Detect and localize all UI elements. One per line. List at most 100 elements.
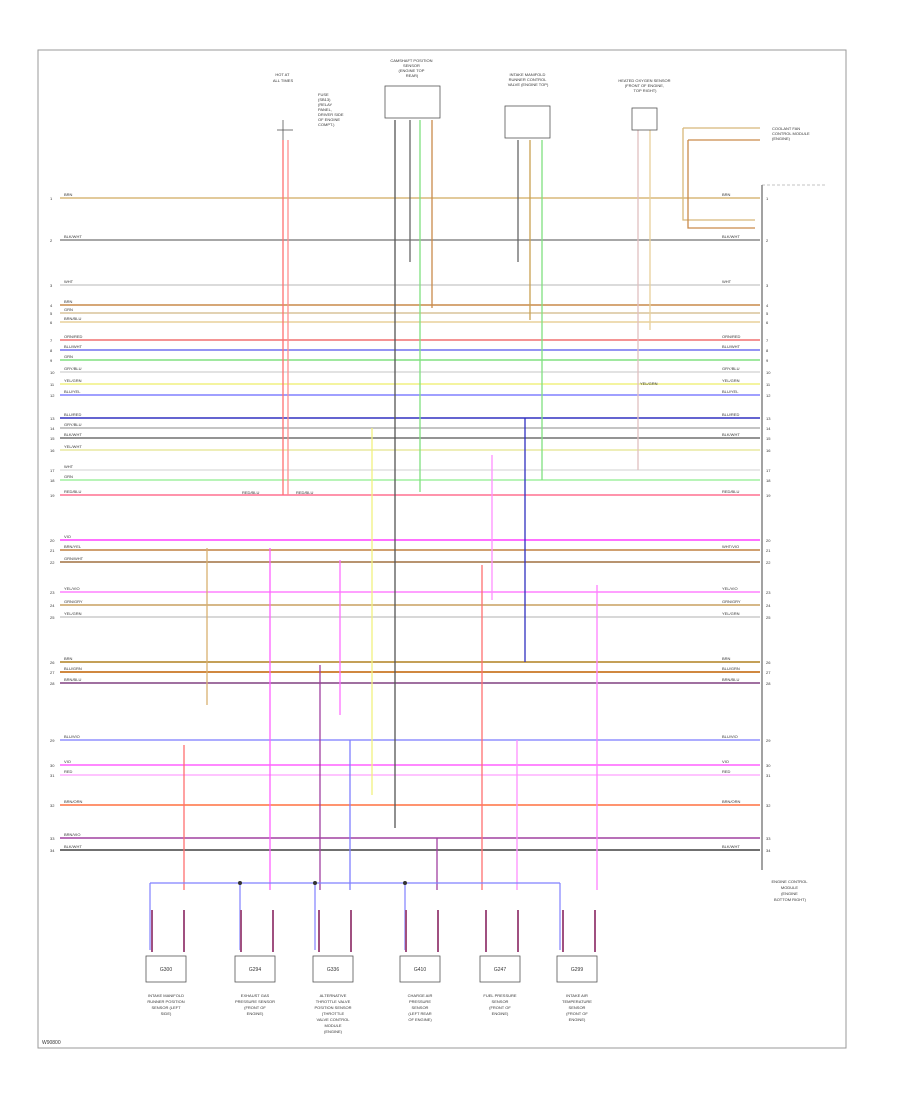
wire-label-left: BLU/YEL (64, 389, 81, 394)
component-label-line: POSITION SENSOR (314, 1005, 351, 1010)
diagram-id: W90800 (42, 1040, 61, 1046)
wire-pin-right: 5 (766, 311, 769, 316)
feed-lines (183, 120, 760, 890)
top-labels: HOT AT ALL TIMES FUSE (SB13) (RELAY PANE… (273, 58, 811, 141)
wire-pin-right: 8 (766, 348, 769, 353)
component-label-line: INTAKE AIR (566, 993, 588, 998)
wire-label-right: BLK/WHT (722, 432, 740, 437)
wire-pin-right: 23 (766, 590, 771, 595)
wire-pin-right: 13 (766, 416, 771, 421)
wire-pin-left: 15 (50, 436, 55, 441)
top-label-line: CONTROL MODULE (772, 131, 810, 136)
connector-box-camshaft (384, 85, 441, 119)
module-label-line: MODULE (781, 885, 798, 890)
top-label-line: (SB13) (318, 97, 331, 102)
wire-label-right: VIO (722, 759, 729, 764)
component-label-line: (FRONT OF (489, 1005, 511, 1010)
wire-label-left: BRN (64, 192, 73, 197)
top-label-line: (RELAY (318, 102, 332, 107)
component-label-line: SENSOR (569, 1005, 586, 1010)
wire-tag: RED/BLU (242, 490, 259, 495)
wire-label-left: BLK/WHT (64, 234, 82, 239)
top-label-line: (FRONT OF ENGINE, (625, 83, 664, 88)
component-code: G336 (327, 967, 339, 973)
top-label-line: (ENGINE) (772, 136, 791, 141)
component-label-line: EXHAUST GAS (241, 993, 270, 998)
wire-label-left: GRN/GRY (64, 599, 83, 604)
top-label-line: INTAKE MANIFOLD (509, 72, 545, 77)
wire-pin-left: 26 (50, 660, 55, 665)
wire-pin-right: 17 (766, 468, 771, 473)
wire-label-left: YEL/GRN (64, 611, 82, 616)
wire-pin-left: 34 (50, 848, 55, 853)
coolant-fan-label: COOLANT FAN CONTROL MODULE (ENGINE) (772, 126, 811, 141)
component-label-line: CHARGE AIR (408, 993, 433, 998)
wire-pin-right: 11 (766, 382, 771, 387)
wire-label-right: BRN (722, 192, 731, 197)
wire-label-left: GRY/BLU (64, 422, 82, 427)
component-label-line: FUEL PRESSURE (483, 993, 517, 998)
wire-label-left: YEL/VIO (64, 586, 80, 591)
wire-pin-left: 13 (50, 416, 55, 421)
top-label-line: COMPT.) (318, 122, 335, 127)
wire-label-left: BLU/VIO (64, 734, 80, 739)
wire-pin-left: 24 (50, 603, 55, 608)
wire-label-left: GRN (64, 354, 73, 359)
wire-label-left: WHT (64, 464, 74, 469)
wire-pin-left: 7 (50, 338, 53, 343)
wire-pin-right: 15 (766, 436, 771, 441)
wire-pin-right: 3 (766, 283, 769, 288)
component-label-line: ENGINE) (247, 1011, 264, 1016)
wire-label-left: WHT (64, 279, 74, 284)
wire-label-right: BLU/GRN (722, 666, 740, 671)
component-code: G247 (494, 967, 506, 973)
wire-pin-left: 29 (50, 738, 55, 743)
wire-pin-right: 24 (766, 603, 771, 608)
component-code: G294 (249, 967, 261, 973)
top-label-line: (ENGINE TOP (399, 68, 425, 73)
component-label-line: SENSOR (LEFT (151, 1005, 181, 1010)
component-label-line: VALVE CONTROL (317, 1017, 351, 1022)
top-label-line: SENSOR (403, 63, 420, 68)
wire-label-left: BRN (64, 299, 73, 304)
top-label-line: VALVE (ENGINE TOP) (508, 82, 549, 87)
wire-pin-left: 14 (50, 426, 55, 431)
wire-pin-right: 2 (766, 238, 769, 243)
wire-pin-right: 31 (766, 773, 771, 778)
wire-tag: RED/BLU (296, 490, 313, 495)
component-label-line: SENSOR (492, 999, 509, 1004)
wire-pin-left: 2 (50, 238, 53, 243)
wire-label-right: BLK/WHT (722, 234, 740, 239)
component-label-line: ENGINE) (492, 1011, 509, 1016)
wire-label-right: GRY/BLU (722, 366, 740, 371)
fuse-hot-label: HOT AT ALL TIMES (273, 72, 294, 83)
component-label-line: OF ENGINE) (408, 1017, 432, 1022)
wire-pin-left: 23 (50, 590, 55, 595)
top-label-line: ALL TIMES (273, 78, 294, 83)
wire-label-right: BLU/WHT (722, 344, 741, 349)
control-module-connector (761, 184, 825, 870)
top-connectors (277, 85, 658, 140)
wire-pin-right: 21 (766, 548, 771, 553)
wire-pin-right: 27 (766, 670, 771, 675)
wire-pin-right: 14 (766, 426, 771, 431)
top-label-line: RUNNER CONTROL (509, 77, 548, 82)
wire-label-left: BLU/WHT (64, 344, 83, 349)
wire-label-left: VIO (64, 759, 71, 764)
wire-label-right: WHT (722, 279, 732, 284)
component-label-line: PRESSURE (409, 999, 431, 1004)
wire-label-right: WHT/VIO (722, 544, 739, 549)
wire-pin-left: 19 (50, 493, 55, 498)
wire-pin-right: 9 (766, 358, 769, 363)
wire-label-right: YEL/GRN (722, 378, 740, 383)
top-label-line: COOLANT FAN (772, 126, 800, 131)
component-label-line: ALTERNATIVE (320, 993, 347, 998)
wire-pin-left: 6 (50, 320, 53, 325)
component-label-line: (FRONT OF (244, 1005, 266, 1010)
wire-label-right: BLK/WHT (722, 844, 740, 849)
wire-pin-right: 18 (766, 478, 771, 483)
